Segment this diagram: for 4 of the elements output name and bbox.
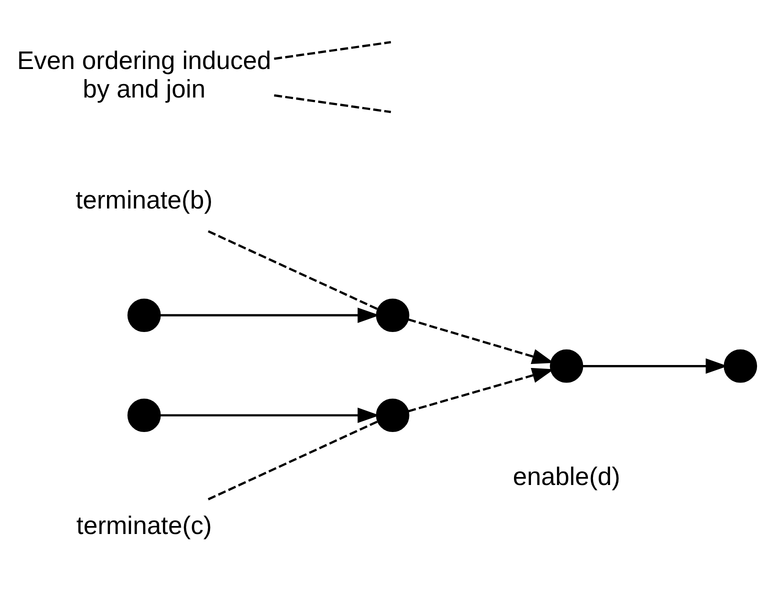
node-text: Even ordering induced by and join [17,46,272,104]
label: enable(d) [512,462,620,491]
node-text: terminate(b) [76,186,213,215]
node-text: terminate(c) [76,512,212,540]
